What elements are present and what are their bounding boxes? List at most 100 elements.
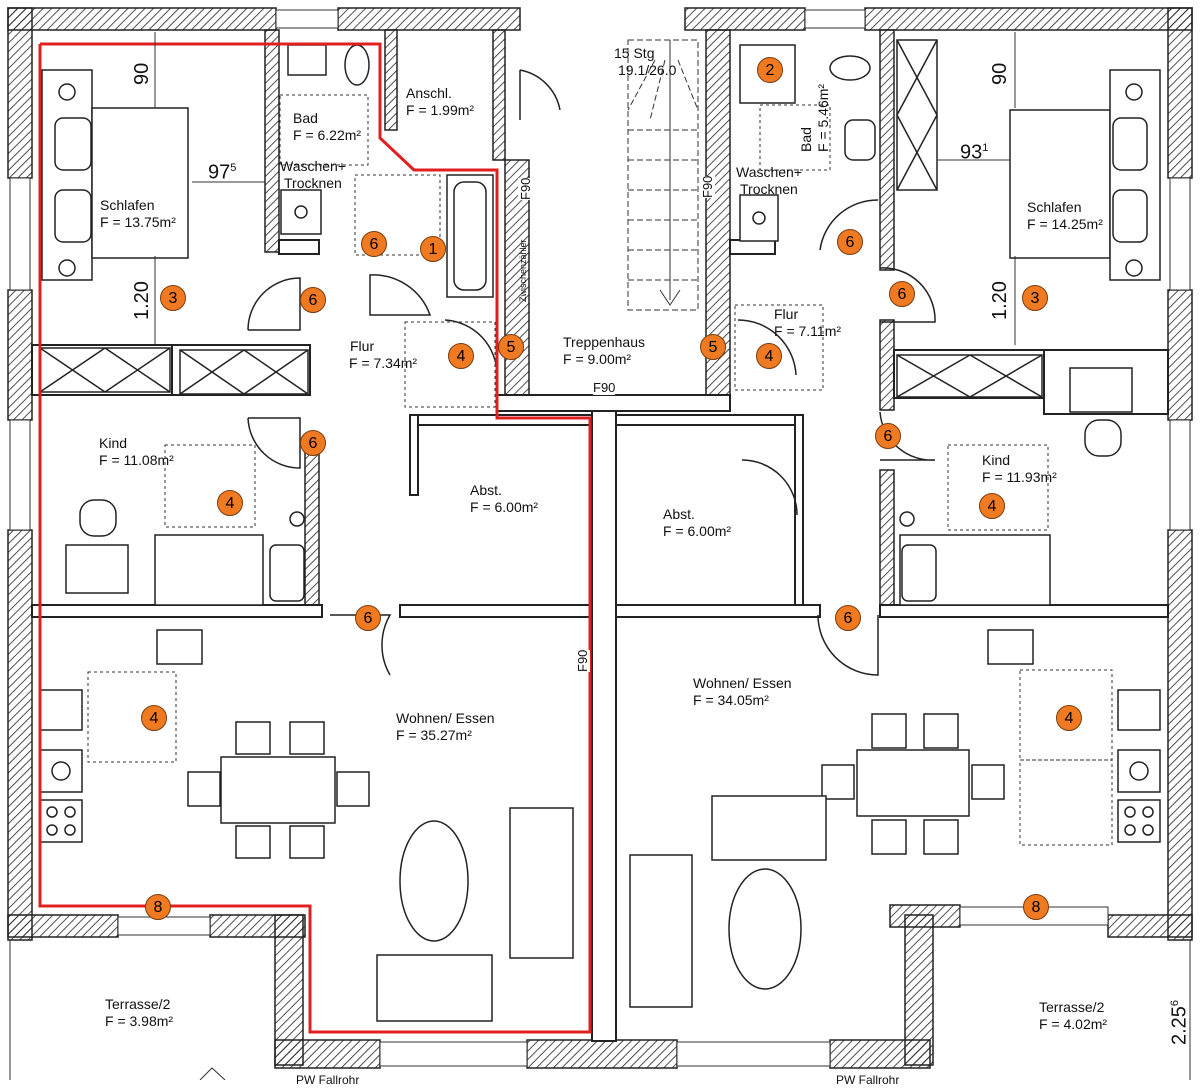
apartment-outline	[38, 42, 592, 1034]
room-area: F = 3.98m²	[105, 1013, 174, 1029]
room-label-abst-left: Abst. F = 6.00m²	[470, 482, 538, 516]
stair-count: 15 Stg	[614, 45, 655, 61]
marker-5: 5	[700, 334, 726, 360]
room-label-wohnen-left: Wohnen/ Essen F = 35.27m²	[396, 710, 495, 744]
room-area: F = 9.00m²	[563, 351, 632, 367]
marker-6: 6	[300, 430, 326, 456]
marker-8: 8	[145, 894, 171, 920]
dimension-90-right: 90	[989, 62, 1011, 85]
room-area: F = 6.00m²	[663, 523, 732, 539]
dashed-areas	[87, 94, 1113, 846]
fixtures	[39, 44, 1161, 1022]
room-name: Wohnen/ Essen	[396, 710, 495, 726]
room-name: Bad	[798, 127, 814, 152]
staircase	[627, 39, 699, 311]
room-label-kind-right: Kind F = 11.93m²	[982, 452, 1057, 486]
room-label-waschen-left: Waschen+ Trocknen	[280, 158, 346, 192]
room-label-terrasse-right: Terrasse/2 F = 4.02m²	[1039, 999, 1107, 1033]
dimension-value: 2.25	[1168, 1006, 1191, 1045]
fire-rating-label: F90	[518, 177, 533, 200]
marker-3: 3	[160, 285, 186, 311]
marker-4: 4	[141, 705, 167, 731]
room-name: Terrasse/2	[105, 996, 171, 1012]
dimension-value: 97	[208, 161, 231, 184]
room-area: F = 11.93m²	[982, 469, 1057, 485]
room-name: Flur	[774, 306, 799, 322]
dimension-sup: 6	[1169, 999, 1181, 1007]
room-area: F = 4.02m²	[1039, 1016, 1108, 1032]
room-name: Schlafen	[100, 197, 155, 213]
room-name: Schlafen	[1027, 199, 1082, 215]
room-area: F = 7.34m²	[349, 355, 418, 371]
room-area: F = 14.25m²	[1027, 216, 1103, 232]
room-label-schlafen-left: Schlafen F = 13.75m²	[100, 197, 176, 231]
marker-4: 4	[1056, 705, 1082, 731]
room-name: Kind	[99, 435, 128, 451]
room-label-waschen-right: Waschen+ Trocknen	[736, 164, 802, 198]
room-label-bad-left: Bad F = 6.22m²	[293, 110, 361, 144]
dimension-120-right: 1.20	[989, 281, 1011, 320]
room-name: Anschl.	[406, 85, 452, 101]
room-label-abst-right: Abst. F = 6.00m²	[663, 506, 731, 540]
windows	[9, 9, 1191, 1067]
room-area: F = 1.99m²	[406, 102, 475, 118]
dimension-sup: 1	[982, 142, 989, 154]
marker-6: 6	[300, 287, 326, 313]
room-area: F = 34.05m²	[693, 692, 769, 708]
room-area: Trocknen	[740, 181, 798, 197]
room-label-anschl: Anschl. F = 1.99m²	[406, 85, 474, 119]
fire-rating-label: F90	[575, 649, 590, 672]
marker-5: 5	[498, 334, 524, 360]
dimension-975: 975	[208, 158, 236, 183]
room-name: Kind	[982, 452, 1011, 468]
room-label-schlafen-right: Schlafen F = 14.25m²	[1027, 199, 1103, 233]
room-area: Trocknen	[284, 175, 342, 191]
marker-2: 2	[757, 57, 783, 83]
fire-rating-label: F90	[700, 175, 715, 198]
meter-label: Zwischenzähler	[518, 239, 528, 302]
doors	[247, 69, 936, 676]
stair-label: 15 Stg 19.1/26.0	[614, 45, 676, 79]
dimension-sup: 5	[230, 162, 237, 174]
room-name: Abst.	[470, 482, 502, 498]
fire-rating-label: F90	[593, 380, 616, 395]
dimension-225: 2.256	[1165, 999, 1191, 1045]
dimension-120-left: 1.20	[131, 281, 153, 320]
marker-8: 8	[1023, 894, 1049, 920]
room-name: Wohnen/ Essen	[693, 675, 792, 691]
marker-4: 4	[217, 490, 243, 516]
room-area: F = 6.00m²	[470, 499, 539, 515]
marker-4: 4	[756, 343, 782, 369]
room-name: Waschen+	[736, 164, 803, 180]
marker-6: 6	[361, 231, 387, 257]
room-label-wohnen-right: Wohnen/ Essen F = 34.05m²	[693, 675, 792, 709]
marker-6: 6	[835, 605, 861, 631]
room-area: F = 11.08m²	[99, 452, 174, 468]
room-label-terrasse-left: Terrasse/2 F = 3.98m²	[105, 996, 173, 1030]
room-name: Bad	[293, 110, 318, 126]
marker-4: 4	[448, 343, 474, 369]
marker-6: 6	[837, 229, 863, 255]
marker-1: 1	[420, 236, 446, 262]
outer-walls	[7, 7, 1193, 1069]
room-area: F = 13.75m²	[100, 214, 176, 230]
room-name: Waschen+	[280, 158, 347, 174]
downpipe-label-left: PW Fallrohr	[296, 1073, 360, 1087]
dimension-931: 931	[960, 138, 988, 163]
marker-4: 4	[979, 493, 1005, 519]
room-label-flur-right: Flur F = 7.11m²	[774, 306, 841, 340]
downpipe-label-right: PW Fallrohr	[836, 1073, 900, 1087]
room-label-kind-left: Kind F = 11.08m²	[99, 435, 174, 469]
wardrobes	[39, 39, 1043, 398]
room-name: Abst.	[663, 506, 695, 522]
terrace-lines	[9, 940, 1191, 1080]
marker-6: 6	[875, 423, 901, 449]
room-label-flur-left: Flur F = 7.34m²	[349, 338, 418, 372]
stair-ratio: 19.1/26.0	[618, 62, 677, 78]
room-label-bad-right: Bad F = 5.46m²	[798, 84, 832, 152]
room-label-treppenhaus: Treppenhaus F = 9.00m²	[563, 334, 645, 368]
room-area: F = 6.22m²	[293, 127, 362, 143]
dimension-90-left: 90	[131, 62, 153, 85]
room-area: F = 35.27m²	[396, 727, 472, 743]
